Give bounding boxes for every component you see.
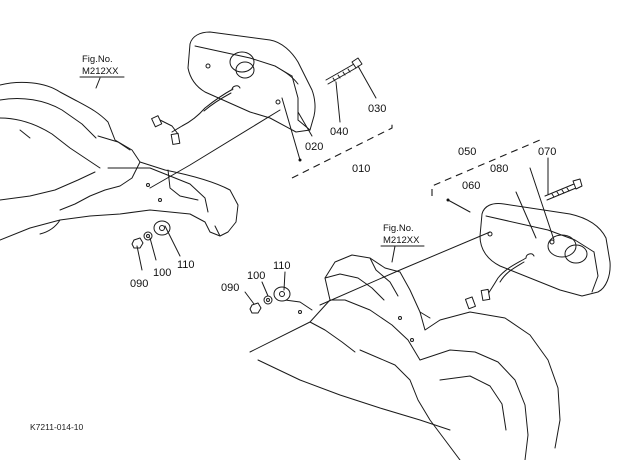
part-label-030: 030 bbox=[368, 103, 386, 115]
right-hardware bbox=[244, 271, 291, 314]
part-label-070: 070 bbox=[538, 146, 556, 158]
part-label-060: 060 bbox=[462, 180, 480, 192]
bolt-070 bbox=[544, 178, 583, 201]
leaders-top bbox=[95, 65, 377, 189]
part-label-090-right: 090 bbox=[221, 282, 239, 294]
bolt-030 bbox=[325, 57, 363, 85]
part-label-110-left: 110 bbox=[177, 259, 195, 271]
part-label-040: 040 bbox=[330, 126, 348, 138]
part-label-010: 010 bbox=[352, 163, 370, 175]
bottom-lamp-assembly bbox=[464, 203, 611, 310]
left-fender-assembly bbox=[0, 81, 239, 241]
part-label-100-right: 100 bbox=[247, 270, 265, 282]
left-hardware bbox=[131, 220, 181, 271]
fig-ref-top-line1: Fig.No. bbox=[82, 54, 113, 65]
part-label-080: 080 bbox=[490, 163, 508, 175]
part-label-100-left: 100 bbox=[153, 267, 171, 279]
part-label-110-right: 110 bbox=[273, 260, 291, 272]
fig-ref-top-line2: M212XX bbox=[82, 66, 119, 77]
figure-code: K7211-014-10 bbox=[30, 422, 84, 432]
fig-ref-bottom-line2: M212XX bbox=[383, 235, 420, 246]
part-label-020: 020 bbox=[305, 141, 323, 153]
part-label-090-left: 090 bbox=[130, 278, 148, 290]
part-label-050: 050 bbox=[458, 146, 476, 158]
group-boundary-010 bbox=[291, 120, 393, 179]
group-boundary-050 bbox=[431, 139, 541, 196]
right-fender-assembly bbox=[249, 254, 561, 460]
leaders-bottom bbox=[319, 157, 555, 306]
fig-ref-bottom-line1: Fig.No. bbox=[383, 223, 414, 234]
